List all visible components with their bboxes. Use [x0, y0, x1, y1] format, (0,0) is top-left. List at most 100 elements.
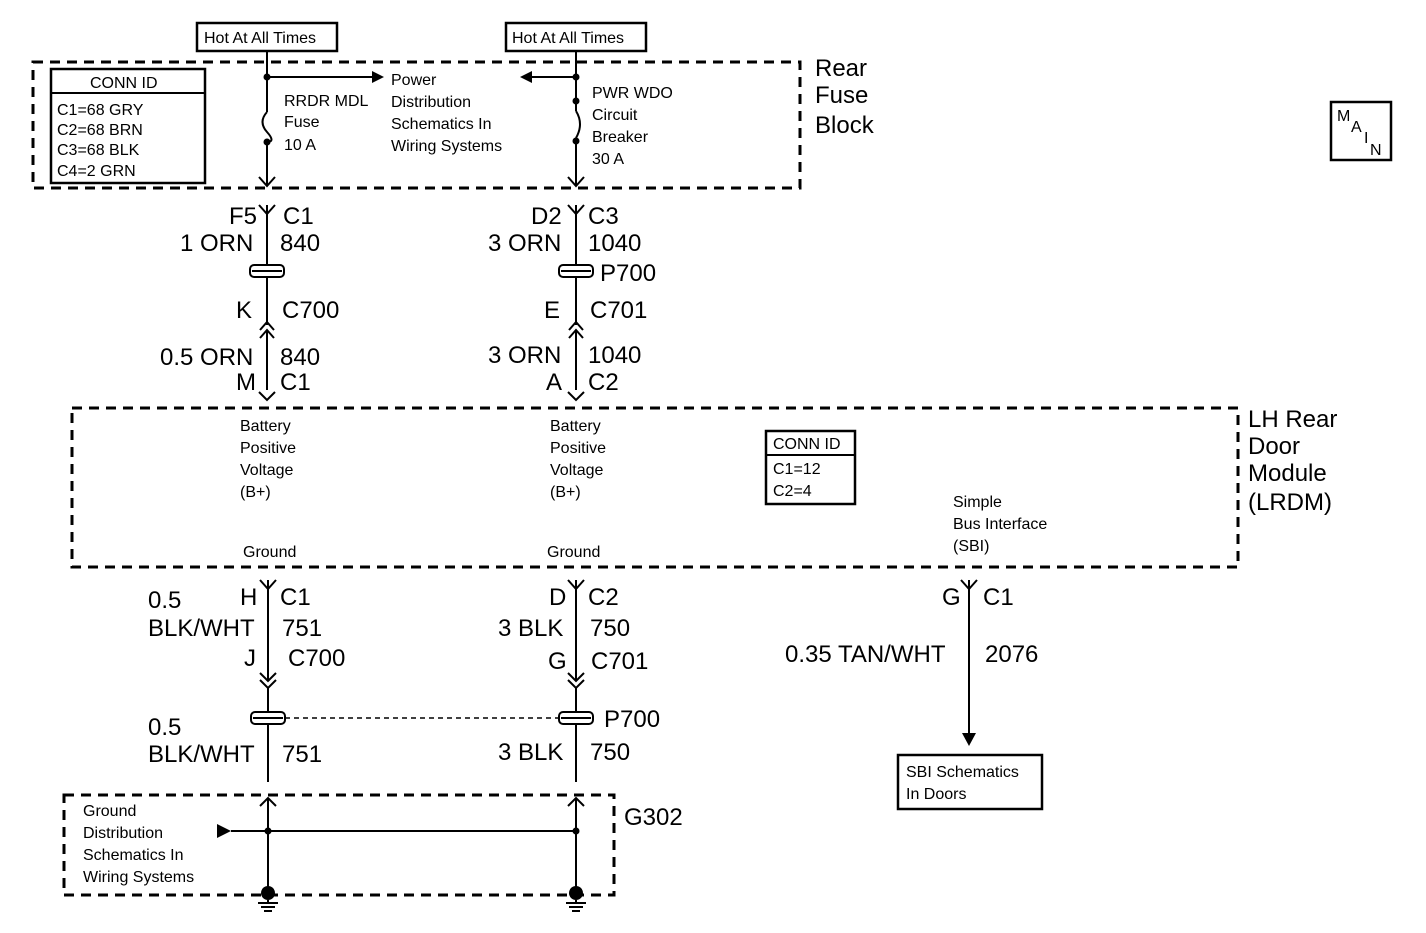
circuit-750-lower: 750 — [590, 739, 630, 766]
breaker-label: PWR WDO Circuit Breaker 30 A — [592, 85, 673, 168]
svg-text:Simple: Simple — [953, 494, 1002, 511]
circuit-751: 751 — [282, 615, 322, 642]
bpv-label-right: Battery Positive Voltage (B+) — [550, 418, 606, 501]
wire-1-orn: 1 ORN — [180, 230, 253, 257]
rrdr-mdl-fuse — [258, 64, 276, 188]
svg-text:Voltage: Voltage — [550, 462, 603, 479]
wire-1040 — [558, 204, 594, 402]
svg-text:(SBI): (SBI) — [953, 538, 989, 555]
svg-text:C2=68 BRN: C2=68 BRN — [57, 122, 143, 139]
conn-c2-ground: C2 — [588, 584, 619, 611]
circuit-750: 750 — [590, 615, 630, 642]
svg-text:CONN ID: CONN ID — [90, 75, 158, 92]
svg-text:Positive: Positive — [240, 440, 296, 457]
ground-symbol-left — [258, 886, 278, 912]
wire-color-blk-wht: BLK/WHT — [148, 615, 255, 642]
svg-text:Battery: Battery — [240, 418, 291, 435]
svg-text:N: N — [1370, 142, 1382, 159]
power-distribution-ref: Power Distribution Schematics In Wiring … — [391, 72, 502, 155]
pin-h: H — [240, 584, 257, 611]
svg-text:Fuse: Fuse — [815, 82, 868, 109]
wire-3-blk: 3 BLK — [498, 615, 563, 642]
conn-c1-lrdm: C1 — [280, 369, 311, 396]
hot-label-left: Hot At All Times — [204, 30, 316, 47]
svg-text:Schematics In: Schematics In — [83, 847, 183, 864]
hot-box-right: Hot At All Times — [504, 21, 648, 53]
hot-box-left: Hot At All Times — [195, 21, 339, 53]
svg-text:M: M — [1337, 108, 1350, 125]
conn-c701-ground: C701 — [591, 648, 648, 675]
pin-d2: D2 — [531, 203, 562, 230]
svg-text:Distribution: Distribution — [83, 825, 163, 842]
svg-text:Power: Power — [391, 72, 437, 89]
hot-label-right: Hot At All Times — [512, 30, 624, 47]
conn-id-table-fuse-block: CONN ID C1=68 GRY C2=68 BRN C3=68 BLK C4… — [49, 67, 207, 185]
svg-text:Wiring Systems: Wiring Systems — [83, 869, 194, 886]
sbi-label: Simple Bus Interface (SBI) — [953, 494, 1047, 555]
pin-g: G — [548, 648, 567, 675]
conn-id-table-lrdm: CONN ID C1=12 C2=4 — [764, 429, 857, 506]
svg-text:Schematics In: Schematics In — [391, 116, 491, 133]
sbi-schematics-ref: SBI Schematics In Doors — [896, 753, 1044, 811]
arrow-to-power-distribution — [267, 71, 384, 83]
svg-text:In Doors: In Doors — [906, 786, 966, 803]
pin-j: J — [244, 645, 256, 672]
wire-0-35-tan-wht: 0.35 TAN/WHT — [785, 641, 946, 668]
svg-text:RRDR MDL: RRDR MDL — [284, 93, 369, 110]
svg-text:Voltage: Voltage — [240, 462, 293, 479]
fuse-label: RRDR MDL Fuse 10 A — [284, 93, 369, 154]
svg-text:Battery: Battery — [550, 418, 601, 435]
pin-k: K — [236, 297, 252, 324]
conn-c1-sbi: C1 — [983, 584, 1014, 611]
svg-text:A: A — [1351, 119, 1362, 136]
conn-c1: C1 — [283, 203, 314, 230]
pin-e: E — [544, 297, 560, 324]
circuit-840-lower: 840 — [280, 344, 320, 371]
svg-text:Breaker: Breaker — [592, 129, 649, 146]
svg-text:C1=68 GRY: C1=68 GRY — [57, 102, 144, 119]
pin-g-sbi: G — [942, 584, 961, 611]
conn-c1-ground: C1 — [280, 584, 311, 611]
ground-label-left: Ground — [243, 544, 296, 561]
arrow-from-breaker — [520, 71, 576, 83]
ground-label-right: Ground — [547, 544, 600, 561]
rear-fuse-block-title: Rear Fuse Block — [815, 55, 875, 139]
svg-text:30 A: 30 A — [592, 151, 624, 168]
ground-distribution-ref: Ground Distribution Schematics In Wiring… — [83, 803, 194, 886]
circuit-2076: 2076 — [985, 641, 1038, 668]
svg-text:Door: Door — [1248, 433, 1300, 460]
splice-p700-bottom: P700 — [604, 706, 660, 733]
rear-fuse-block-outline — [31, 60, 802, 190]
svg-text:PWR WDO: PWR WDO — [592, 85, 673, 102]
circuit-840: 840 — [280, 230, 320, 257]
svg-text:LH Rear: LH Rear — [1248, 406, 1337, 433]
svg-text:C3=68 BLK: C3=68 BLK — [57, 142, 140, 159]
svg-text:Bus Interface: Bus Interface — [953, 516, 1047, 533]
pin-d: D — [549, 584, 566, 611]
bpv-label-left: Battery Positive Voltage (B+) — [240, 418, 296, 501]
wire-size-0-5-lower: 0.5 — [148, 714, 181, 741]
ground-bus — [217, 796, 585, 890]
circuit-1040: 1040 — [588, 230, 641, 257]
svg-text:Rear: Rear — [815, 55, 867, 82]
svg-text:Fuse: Fuse — [284, 114, 320, 131]
wire-3-orn: 3 ORN — [488, 230, 561, 257]
pin-a: A — [546, 369, 562, 396]
svg-text:C4=2 GRN: C4=2 GRN — [57, 163, 136, 180]
conn-c2: C2 — [588, 369, 619, 396]
svg-text:10 A: 10 A — [284, 137, 316, 154]
ground-label-g302: G302 — [624, 804, 683, 831]
ground-symbol-right — [566, 886, 586, 912]
pin-m: M — [236, 369, 256, 396]
main-badge: M A I N — [1329, 100, 1393, 162]
svg-text:C2=4: C2=4 — [773, 483, 812, 500]
conn-c700-ground: C700 — [288, 645, 345, 672]
svg-text:SBI Schematics: SBI Schematics — [906, 764, 1019, 781]
svg-text:Circuit: Circuit — [592, 107, 638, 124]
lrdm-title: LH Rear Door Module (LRDM) — [1248, 406, 1337, 516]
conn-c3: C3 — [588, 203, 619, 230]
svg-text:Distribution: Distribution — [391, 94, 471, 111]
wire-3-blk-lower: 3 BLK — [498, 739, 563, 766]
